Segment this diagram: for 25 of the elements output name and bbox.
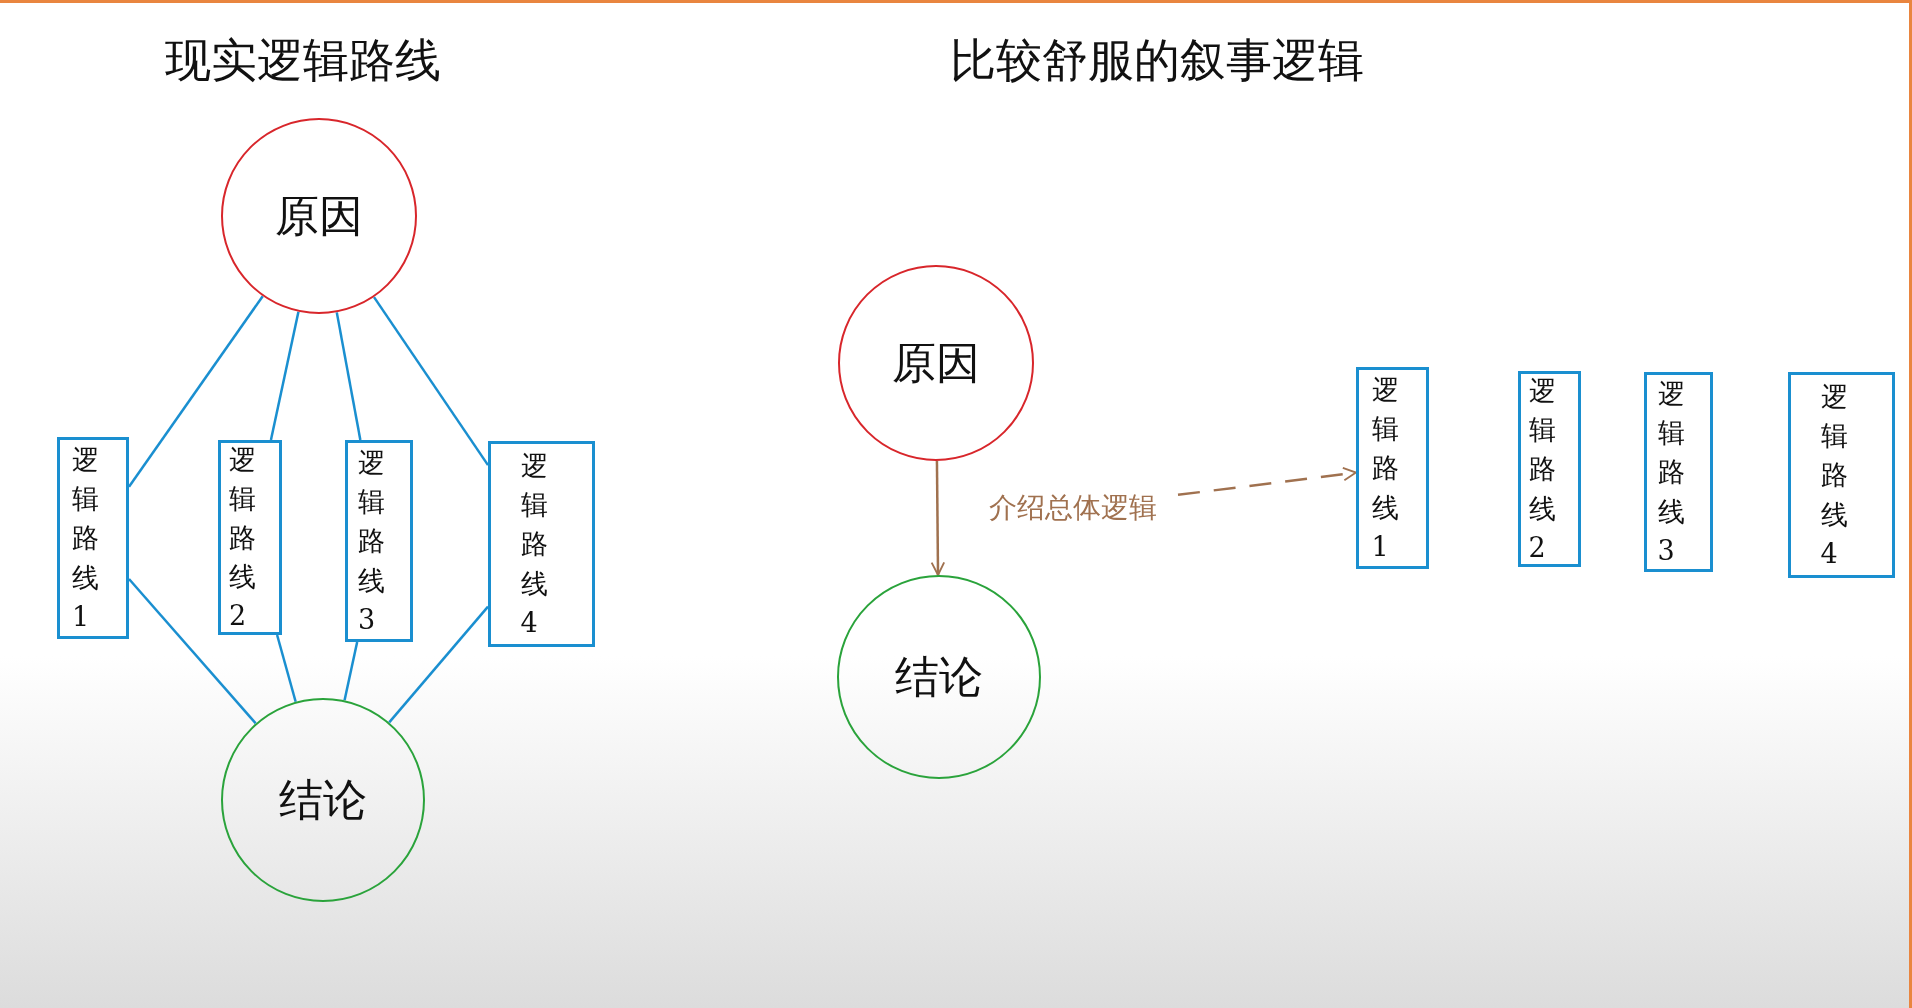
connector-line — [373, 296, 490, 466]
panel-title: 现实逻辑路线 — [165, 32, 441, 89]
connector-line — [269, 311, 300, 441]
process-box: 逻辑路线4 — [1788, 372, 1895, 578]
process-box: 逻辑路线2 — [1518, 371, 1581, 567]
circle-node: 原因 — [221, 118, 417, 314]
process-box: 逻辑路线3 — [345, 440, 413, 642]
connector-line — [275, 634, 297, 703]
connector-line — [127, 295, 264, 488]
arrow — [930, 461, 946, 576]
circle-node: 结论 — [837, 575, 1041, 779]
panel-title: 比较舒服的叙事逻辑 — [950, 32, 1364, 89]
circle-node: 原因 — [838, 265, 1034, 461]
process-box: 逻辑路线4 — [488, 441, 595, 647]
process-box: 逻辑路线3 — [1644, 372, 1713, 572]
connector-line — [335, 312, 362, 441]
connector-line — [388, 605, 489, 724]
connector-line — [128, 578, 257, 725]
arrow — [1177, 467, 1357, 497]
process-box: 逻辑路线1 — [1356, 367, 1429, 569]
circle-node: 结论 — [221, 698, 425, 902]
annotation-text: 介绍总体逻辑 — [968, 488, 1178, 528]
connector-line — [343, 641, 359, 701]
process-box: 逻辑路线1 — [57, 437, 129, 639]
process-box: 逻辑路线2 — [218, 440, 282, 635]
